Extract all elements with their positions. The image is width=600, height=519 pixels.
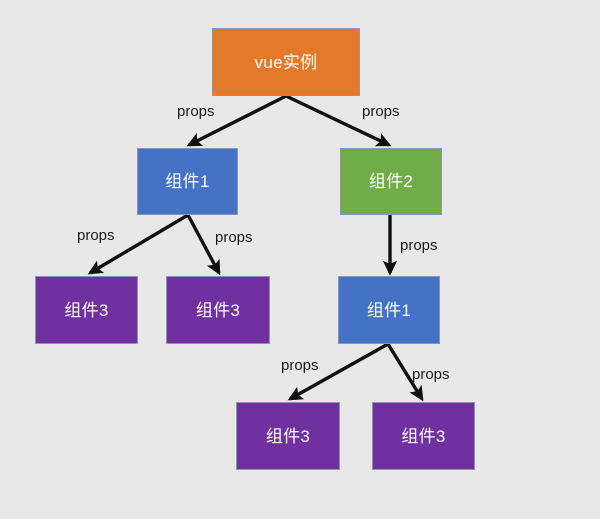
edge-label-e2: props — [362, 103, 400, 120]
edge-label-e5: props — [400, 237, 438, 254]
node-c3d[interactable]: 组件3 — [372, 402, 475, 470]
edge-label-e6: props — [281, 357, 319, 374]
node-label: 组件1 — [366, 300, 412, 320]
node-label: vue实例 — [254, 52, 318, 72]
edge-label-e1: props — [177, 103, 215, 120]
node-label: 组件3 — [265, 426, 311, 446]
edge-label-e3: props — [77, 227, 115, 244]
node-label: 组件3 — [195, 300, 241, 320]
node-label: 组件1 — [165, 172, 210, 191]
edge-label-e4: props — [215, 229, 253, 246]
node-label: 组件2 — [368, 172, 414, 191]
node-label: 组件3 — [64, 300, 109, 320]
edge-arrow-e3 — [87, 213, 189, 275]
node-label: 组件3 — [401, 426, 446, 446]
node-c1b[interactable]: 组件1 — [338, 276, 440, 344]
node-c2[interactable]: 组件2 — [340, 148, 442, 215]
edge-lines — [87, 94, 424, 402]
node-c3b[interactable]: 组件3 — [166, 276, 270, 344]
node-c1a[interactable]: 组件1 — [137, 148, 238, 215]
node-c3a[interactable]: 组件3 — [35, 276, 138, 344]
edge-label-e7: props — [412, 366, 450, 383]
node-root[interactable]: vue实例 — [212, 28, 360, 96]
node-c3c[interactable]: 组件3 — [236, 402, 340, 470]
